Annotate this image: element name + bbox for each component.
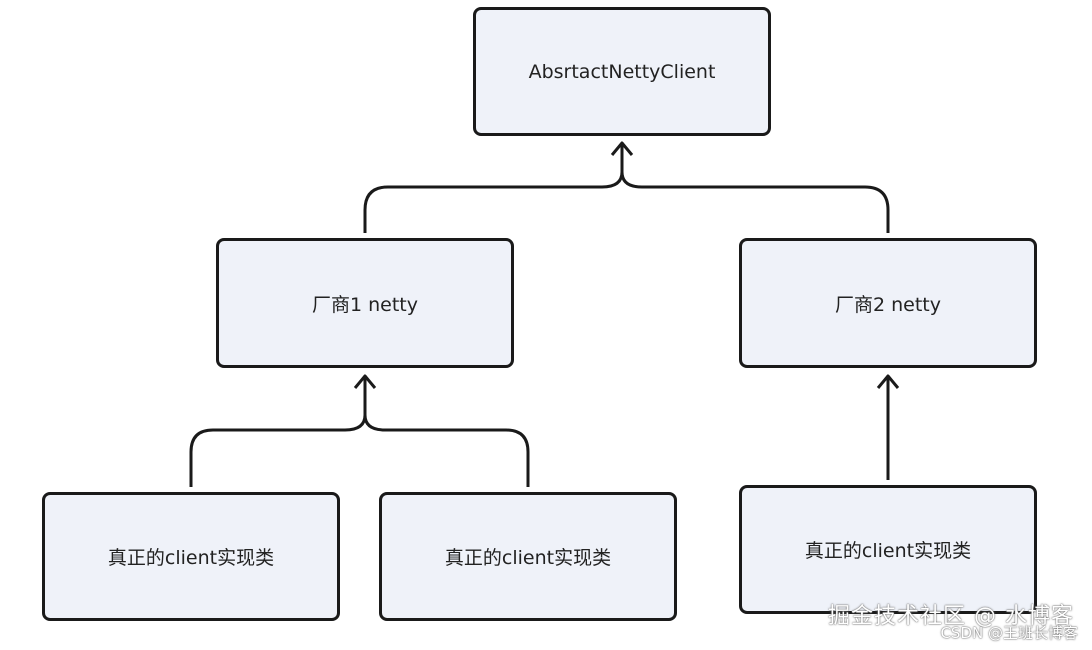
node-vendor2-label: 厂商2 netty bbox=[834, 293, 941, 316]
node-vendor1-label: 厂商1 netty bbox=[311, 293, 418, 316]
node-impl-a-label: 真正的client实现类 bbox=[107, 547, 275, 569]
connector-impl-b-to-vendor1 bbox=[363, 414, 530, 487]
arrowhead-root bbox=[610, 141, 634, 156]
connector-vendor1-to-root bbox=[363, 145, 624, 233]
node-vendor1: 厂商1 netty bbox=[216, 238, 514, 368]
arrowhead-vendor1 bbox=[353, 374, 377, 389]
node-impl-a: 真正的client实现类 bbox=[42, 492, 340, 621]
node-root-label: AbsrtactNettyClient bbox=[528, 60, 716, 83]
node-impl-b-label: 真正的client实现类 bbox=[444, 547, 612, 569]
node-impl-b: 真正的client实现类 bbox=[379, 492, 677, 621]
watermark-main: 掘金技术社区 @ 水博客 bbox=[828, 604, 1074, 629]
connector-impl-a-to-vendor1 bbox=[189, 378, 367, 487]
node-root: AbsrtactNettyClient bbox=[473, 7, 771, 136]
arrowhead-vendor2 bbox=[876, 374, 900, 389]
node-impl-c: 真正的client实现类 bbox=[739, 485, 1037, 614]
watermark-sub: CSDN @王班长博客 bbox=[940, 624, 1078, 642]
node-impl-c-label: 真正的client实现类 bbox=[804, 540, 972, 562]
connector-vendor2-to-root bbox=[620, 171, 890, 233]
node-vendor2: 厂商2 netty bbox=[739, 238, 1037, 368]
